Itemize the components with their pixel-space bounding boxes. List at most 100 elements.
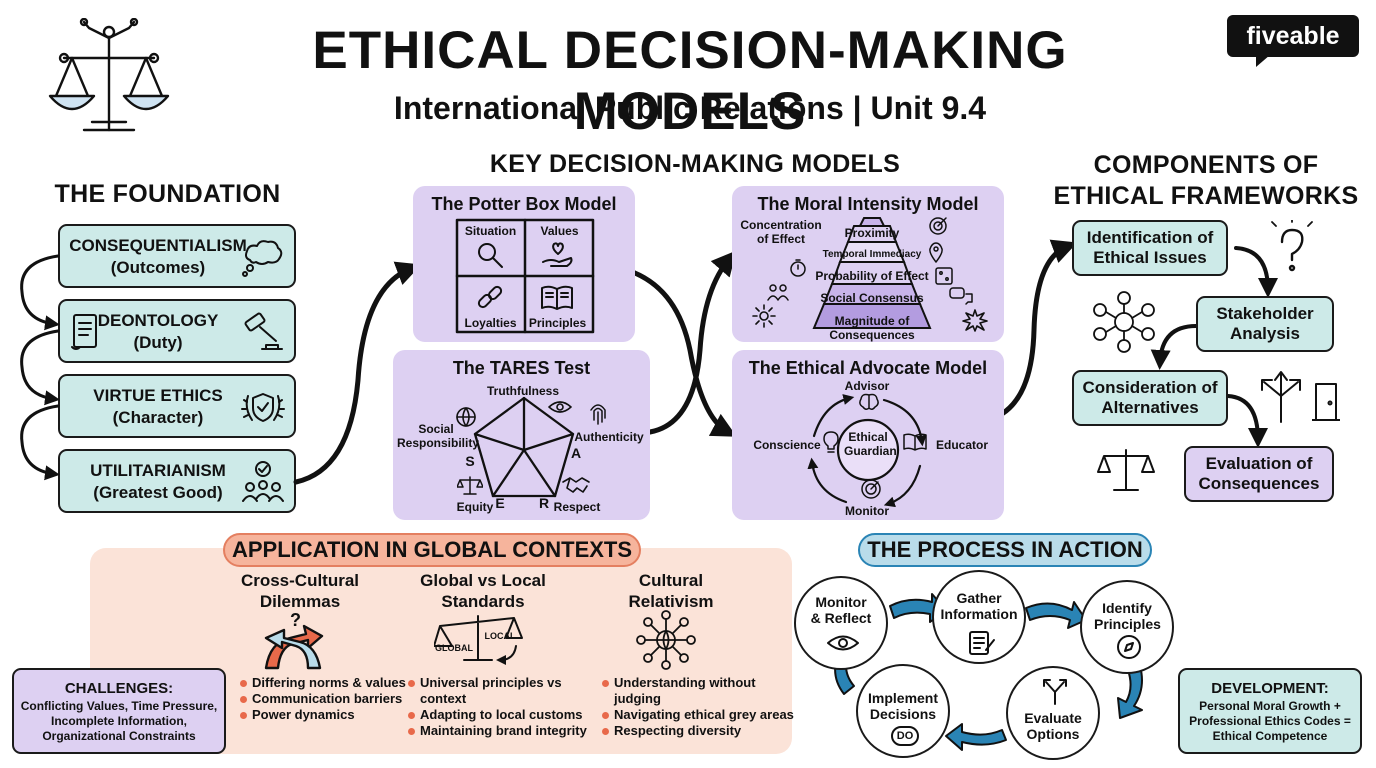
challenges-text: Conflicting Values, Time Pressure, Incom… — [20, 699, 218, 743]
tares-letter-a: A — [570, 445, 582, 461]
bullet-item: Respecting diversity — [600, 723, 794, 739]
advocate-role-conscience: Conscience — [753, 438, 821, 452]
location-pin-icon — [929, 242, 943, 263]
scroll-icon — [71, 314, 97, 350]
fiveable-logo[interactable]: fiveable — [1227, 15, 1359, 57]
components-heading: COMPONENTS OF ETHICAL FRAMEWORKS — [1050, 150, 1362, 212]
potter-box-title: The Potter Box Model — [431, 194, 617, 214]
bullet-item: Navigating ethical grey areas — [600, 707, 794, 723]
app-col-bullets-cross-cultural: Differing norms & values Communication b… — [238, 675, 408, 723]
intensity-level-magnitude: Magnitude of Consequences — [829, 314, 915, 342]
potter-cell-values: Values — [540, 224, 579, 238]
page-title: ETHICAL DECISION-MAKING MODELS — [312, 21, 1068, 141]
network-globe-icon — [636, 610, 696, 670]
intensity-level-probability: Probability of Effect — [815, 269, 929, 283]
process-heading: THE PROCESS IN ACTION — [858, 533, 1152, 567]
logo-tail — [1256, 55, 1270, 67]
scale-label-local: LOCAL — [484, 631, 516, 641]
app-col-title-global-local: Global vs Local Standards — [420, 571, 546, 611]
radar-icon — [861, 479, 881, 499]
foundation-item-sub: (Greatest Good) — [93, 483, 223, 502]
app-col-bullets-cultural-relativism: Understanding without judging Navigating… — [600, 675, 794, 739]
network-people-icon — [1093, 291, 1155, 353]
foundation-item-name: VIRTUE ETHICS — [93, 386, 223, 405]
models-heading: KEY DECISION-MAKING MODELS — [489, 150, 901, 178]
tares-pentagon — [473, 396, 575, 498]
potter-cell-principles: Principles — [528, 316, 587, 330]
foundation-item-name: DEONTOLOGY — [97, 311, 219, 330]
chain-link-icon — [477, 285, 503, 309]
foundation-heading: THE FOUNDATION — [54, 180, 281, 208]
handshake-icon — [562, 477, 590, 493]
bullet-item: Communication barriers — [238, 691, 408, 707]
advocate-role-educator: Educator — [935, 438, 988, 452]
crossroads-icon — [1261, 371, 1301, 423]
bullet-item: Differing norms & values — [238, 675, 408, 691]
bullet-item: Understanding without judging — [600, 675, 794, 707]
advocate-role-monitor: Monitor — [845, 504, 889, 518]
scale-label-global: GLOBAL — [435, 643, 473, 653]
notepad-icon — [969, 631, 995, 655]
development-text: Personal Moral Growth + Professional Eth… — [1189, 699, 1351, 743]
page-subtitle: International Public Relations | Unit 9.… — [393, 90, 987, 126]
crossroads-dilemma-icon: ? — [264, 612, 324, 670]
component-identification: Identification of Ethical Issues — [1072, 220, 1228, 276]
app-col-title-cross-cultural: Cross-Cultural Dilemmas — [240, 571, 360, 611]
foundation-item-name: CONSEQUENTIALISM — [69, 236, 247, 255]
application-heading: APPLICATION IN GLOBAL CONTEXTS — [223, 533, 641, 567]
tares-letter-s: S — [465, 453, 475, 469]
foundation-item-virtue-ethics: VIRTUE ETHICS (Character) — [58, 374, 296, 438]
moral-intensity-title: The Moral Intensity Model — [757, 194, 979, 214]
advocate-cycle — [807, 394, 927, 508]
gavel-icon — [244, 312, 283, 350]
eye-icon — [548, 401, 572, 413]
thought-cloud-icon — [242, 240, 283, 277]
component-stakeholder-analysis: Stakeholder Analysis — [1196, 296, 1334, 352]
foundation-item-utilitarianism: UTILITARIANISM (Greatest Good) — [58, 449, 296, 513]
foundation-item-name: UTILITARIANISM — [90, 461, 226, 480]
global-local-scale-icon — [434, 615, 523, 665]
development-box: DEVELOPMENT: Personal Moral Growth + Pro… — [1178, 668, 1362, 754]
stopwatch-icon — [790, 259, 806, 277]
component-evaluation: Evaluation of Consequences — [1184, 446, 1334, 502]
app-col-title-cultural-relativism: Cultural Relativism — [628, 571, 714, 611]
explosion-icon — [962, 309, 988, 332]
foundation-item-sub: (Character) — [112, 408, 204, 427]
balance-icon — [457, 476, 483, 495]
tares-letter-r: R — [538, 495, 550, 511]
foundation-item-consequentialism: CONSEQUENTIALISM (Outcomes) — [58, 224, 296, 288]
bullet-item: Adapting to local customs — [406, 707, 590, 723]
tares-test-panel: The TARES Test Truthfulness Authenticity… — [393, 350, 650, 520]
book-icon — [541, 285, 573, 310]
potter-cell-loyalties: Loyalties — [464, 316, 517, 330]
globe-icon — [456, 407, 476, 427]
intensity-pyramid — [812, 217, 932, 329]
advocate-role-advisor: Advisor — [844, 379, 890, 393]
process-step-identify-principles: Identify Principles — [1080, 580, 1174, 674]
people-icon — [767, 284, 789, 301]
tares-letter-e: E — [495, 495, 505, 511]
balance-scale-icon — [1097, 449, 1155, 491]
bullet-item: Maintaining brand integrity — [406, 723, 590, 739]
foundation-item-sub: (Outcomes) — [110, 258, 206, 277]
dice-icon — [935, 267, 953, 285]
scales-of-justice-icon — [48, 18, 170, 132]
flow-connectors — [20, 239, 1278, 485]
tares-label-respect: Respect — [553, 500, 601, 514]
ethical-advocate-panel: The Ethical Advocate Model Ethical Guard… — [732, 350, 1004, 520]
potter-box-grid — [455, 218, 595, 334]
fingerprint-icon — [590, 404, 606, 425]
eye-icon — [827, 635, 859, 651]
components-heading-line1: COMPONENTS OF — [1093, 151, 1319, 179]
foundation-item-deontology: DEONTOLOGY(Duty) — [58, 299, 296, 363]
process-step-evaluate-options: Evaluate Options — [1006, 666, 1100, 760]
fork-arrows-icon — [1043, 679, 1067, 705]
do-stamp: DO — [891, 726, 919, 746]
tares-label-authenticity: Authenticity — [574, 430, 644, 444]
process-step-gather-information: Gather Information — [932, 570, 1026, 664]
potter-cell-situation: Situation — [464, 224, 517, 238]
tares-label-social-responsibility: Social Responsibility — [397, 422, 480, 450]
laurel-shield-icon — [241, 393, 285, 422]
moral-intensity-panel: The Moral Intensity Model Concentration … — [732, 186, 1004, 342]
process-step-monitor-reflect: Monitor & Reflect — [794, 576, 888, 670]
